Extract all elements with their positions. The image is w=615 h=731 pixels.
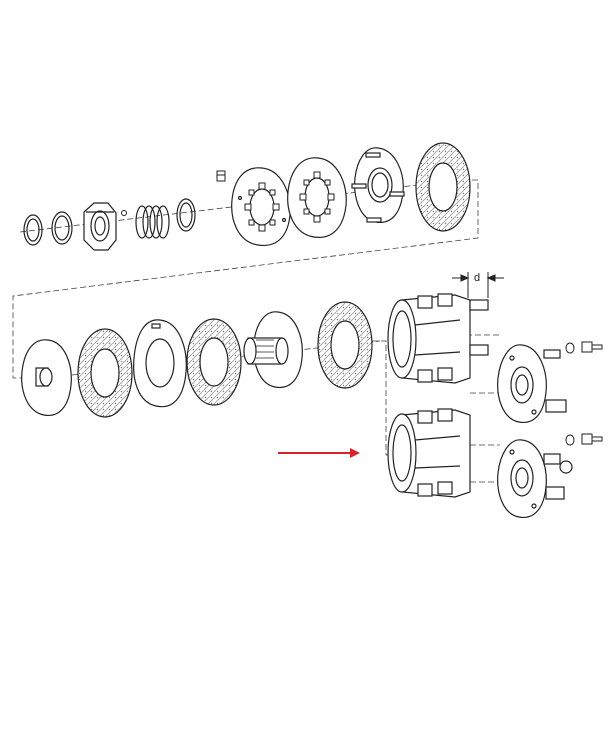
splined-hub — [243, 311, 303, 389]
bolt-washer-lower — [565, 433, 603, 446]
clutch-housing-lower — [387, 408, 471, 498]
compression-spring — [135, 205, 170, 239]
bolt-washer-upper — [565, 341, 603, 354]
dimension-label: d — [474, 272, 480, 284]
bearing-housing — [83, 202, 117, 251]
retaining-ring — [176, 198, 196, 232]
stud-flange — [351, 147, 405, 223]
friction-disc — [77, 328, 133, 418]
yoke-flange-lower — [497, 439, 573, 518]
yoke-flange-upper — [497, 344, 567, 423]
clutch-plate — [287, 157, 347, 238]
nut — [216, 170, 226, 182]
steel-ball — [121, 210, 127, 216]
friction-disc — [317, 301, 373, 389]
snap-ring — [23, 214, 43, 246]
highlight-arrow — [278, 448, 360, 458]
seal-ring — [51, 211, 73, 245]
dimension-d — [452, 272, 504, 298]
clutch-housing-upper — [387, 293, 489, 384]
pressure-plate — [231, 167, 291, 246]
steel-disc — [133, 319, 187, 408]
friction-disc — [186, 318, 242, 406]
friction-disc — [415, 142, 471, 232]
key-plate — [21, 339, 72, 416]
